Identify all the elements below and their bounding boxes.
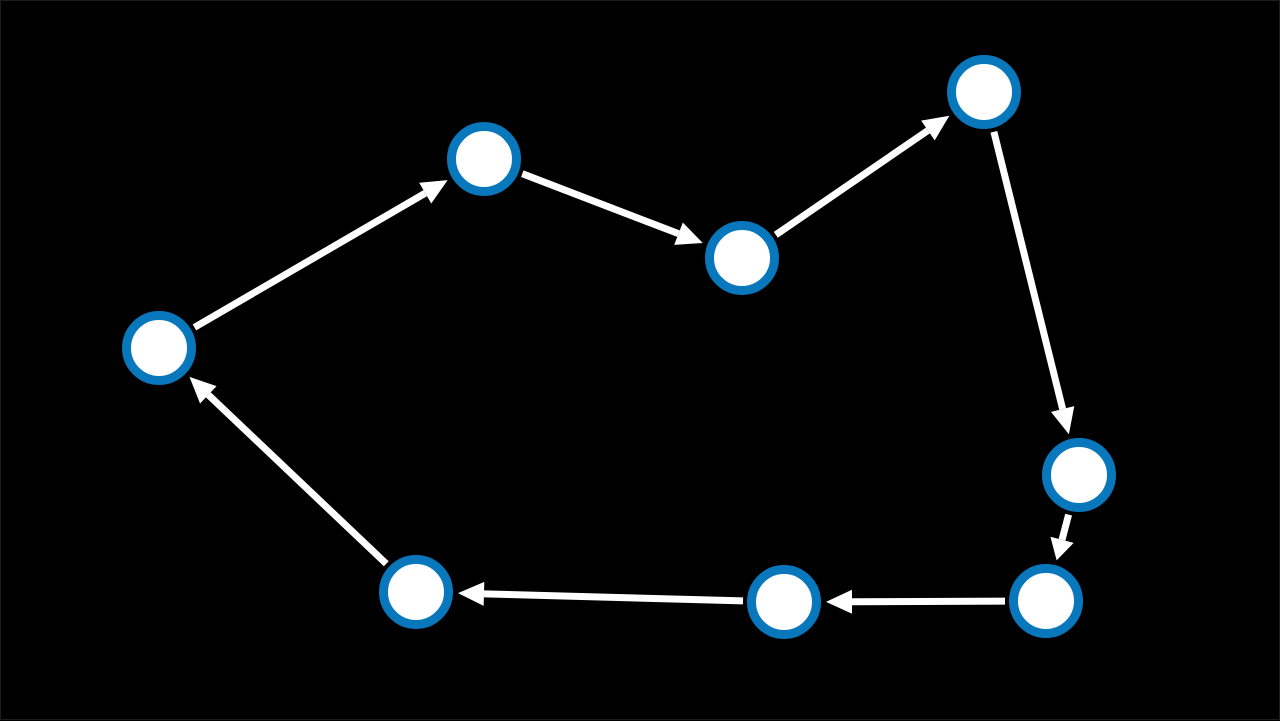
graph-edge[interactable]: [521, 170, 703, 245]
nodes-layer: [122, 55, 1116, 639]
graph-node[interactable]: [1009, 564, 1083, 638]
edge-line: [990, 130, 1067, 410]
edge-arrowhead-icon: [1050, 536, 1074, 561]
graph-node[interactable]: [747, 565, 821, 639]
edge-line: [851, 597, 1006, 606]
edge-arrowhead-icon: [921, 115, 950, 141]
edges-layer: [189, 115, 1075, 614]
edge-arrowhead-icon: [457, 581, 485, 606]
graph-edge[interactable]: [192, 180, 448, 331]
graph-edge[interactable]: [773, 115, 950, 238]
node-circle: [1042, 438, 1116, 512]
graph-node[interactable]: [122, 311, 196, 385]
graph-node[interactable]: [947, 55, 1021, 129]
edge-line: [773, 127, 930, 238]
edge-line: [205, 392, 389, 567]
node-circle: [747, 565, 821, 639]
edge-arrowhead-icon: [826, 589, 853, 614]
graph-edge[interactable]: [1050, 513, 1074, 561]
graph-edge[interactable]: [189, 376, 389, 567]
graph-node[interactable]: [379, 555, 453, 629]
edge-arrowhead-icon: [419, 180, 448, 204]
edge-line: [192, 190, 427, 331]
node-circle: [447, 122, 521, 196]
graph-node[interactable]: [1042, 438, 1116, 512]
graph-edge[interactable]: [826, 589, 1006, 614]
edge-line: [1058, 513, 1072, 541]
node-circle: [947, 55, 1021, 129]
edge-arrowhead-icon: [1050, 406, 1075, 435]
graph-node[interactable]: [447, 122, 521, 196]
graph-node[interactable]: [705, 221, 779, 295]
node-circle: [122, 311, 196, 385]
graph-edge[interactable]: [457, 581, 744, 606]
edge-line: [483, 590, 744, 605]
node-circle: [379, 555, 453, 629]
edge-arrowhead-icon: [674, 222, 703, 245]
edge-arrowhead-icon: [189, 376, 217, 404]
node-circle: [705, 221, 779, 295]
node-circle: [1009, 564, 1083, 638]
graph-edge[interactable]: [990, 130, 1075, 435]
edge-line: [521, 170, 680, 237]
